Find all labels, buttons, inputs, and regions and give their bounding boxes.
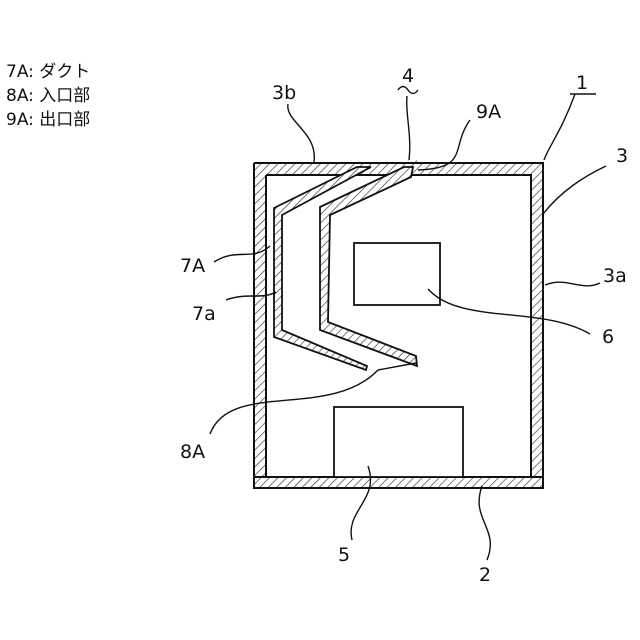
label-9A: 9A bbox=[476, 101, 501, 123]
label-7a: 7a bbox=[192, 303, 216, 325]
housing-right-wall bbox=[531, 163, 543, 477]
label-3b: 3b bbox=[272, 82, 296, 104]
label-1: 1 bbox=[576, 72, 588, 94]
leader-3b bbox=[288, 104, 315, 162]
leader-8A-arm bbox=[378, 363, 416, 370]
label-8A: 8A bbox=[180, 441, 205, 463]
leader-3a bbox=[545, 282, 600, 286]
reference-labels: 1 2 3 3a 3b 4 5 6 7A 7a 8A 9A bbox=[180, 65, 628, 586]
label-5: 5 bbox=[338, 544, 350, 566]
component-5 bbox=[334, 407, 463, 477]
base-plate bbox=[254, 477, 543, 488]
label-3a: 3a bbox=[603, 265, 627, 287]
leader-2 bbox=[479, 486, 490, 560]
label-4: 4 bbox=[402, 65, 414, 87]
label-2: 2 bbox=[479, 564, 491, 586]
leader-4-tilde bbox=[398, 87, 418, 94]
leader-3 bbox=[543, 166, 606, 214]
label-6: 6 bbox=[602, 326, 614, 348]
leader-6 bbox=[428, 289, 590, 334]
component-6 bbox=[354, 243, 440, 305]
leader-7a bbox=[226, 292, 276, 300]
housing-left-wall bbox=[254, 163, 266, 477]
label-3: 3 bbox=[616, 145, 628, 167]
leader-1 bbox=[544, 94, 575, 160]
leader-4 bbox=[407, 96, 410, 160]
label-7A: 7A bbox=[180, 255, 205, 277]
